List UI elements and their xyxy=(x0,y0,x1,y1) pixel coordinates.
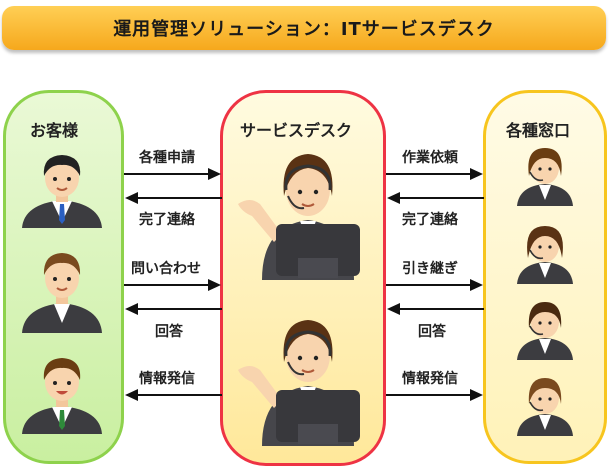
arrow-label-inquiry: 問い合わせ xyxy=(131,261,201,277)
left-arrow-icon xyxy=(125,192,222,204)
operator-person-icon xyxy=(238,154,360,280)
right-arrow-icon xyxy=(386,389,483,401)
left-arrow-icon xyxy=(387,303,484,315)
service-desk-heading: サービスデスク xyxy=(240,121,353,140)
arrow-label-answer: 回答 xyxy=(418,324,446,340)
customer-heading: お客様 xyxy=(30,121,79,140)
contact-person-icon xyxy=(517,226,573,284)
right-arrow-icon xyxy=(386,279,483,291)
arrow-label-completion: 完了連絡 xyxy=(402,212,458,228)
customer-person-icon xyxy=(22,358,102,434)
page-title: 運用管理ソリューション：ITサービスデスク xyxy=(113,19,495,40)
arrow-label-info: 情報発信 xyxy=(402,371,458,387)
customer-person-icon xyxy=(22,253,102,333)
contact-person-icon xyxy=(517,378,573,436)
arrow-label-request: 各種申請 xyxy=(139,150,195,166)
right-arrow-icon xyxy=(386,168,483,180)
left-arrow-icon xyxy=(125,303,222,315)
arrow-label-completion: 完了連絡 xyxy=(139,212,195,228)
right-arrow-icon xyxy=(124,279,221,291)
left-arrow-icon xyxy=(387,192,484,204)
contact-heading: 各種窓口 xyxy=(506,121,571,140)
contact-person-icon xyxy=(517,148,573,206)
arrow-label-work-request: 作業依頼 xyxy=(402,150,458,166)
arrow-label-handover: 引き継ぎ xyxy=(402,261,458,277)
arrow-label-answer: 回答 xyxy=(155,324,183,340)
left-arrow-icon xyxy=(125,389,222,401)
operator-person-icon xyxy=(238,320,360,446)
arrow-label-info: 情報発信 xyxy=(139,371,195,387)
right-arrow-icon xyxy=(124,168,221,180)
customer-person-icon xyxy=(22,155,102,228)
title-banner: 運用管理ソリューション：ITサービスデスク xyxy=(2,6,606,50)
contact-person-icon xyxy=(517,302,573,360)
